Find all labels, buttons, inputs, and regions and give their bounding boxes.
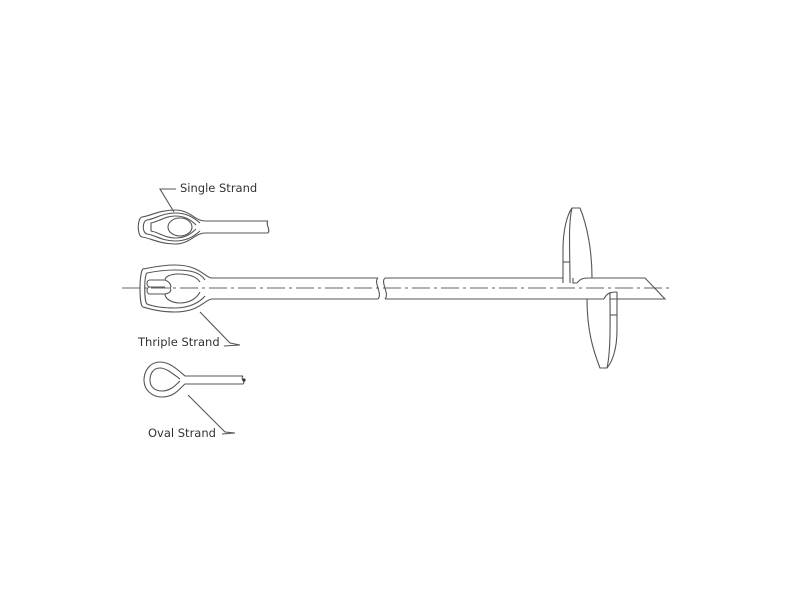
single-strand-eye xyxy=(137,209,270,245)
thriple-leader xyxy=(199,311,241,347)
helix-plate xyxy=(562,207,618,369)
single-leader xyxy=(159,188,176,213)
label-single-strand: Single Strand xyxy=(180,181,257,195)
label-oval-strand: Oval Strand xyxy=(148,426,216,440)
thriple-strand-eye xyxy=(139,264,380,313)
label-thriple-strand: Thriple Strand xyxy=(137,335,220,349)
rod-shaft xyxy=(383,277,667,300)
oval-strand-eye xyxy=(143,361,246,398)
oval-leader xyxy=(187,394,236,435)
